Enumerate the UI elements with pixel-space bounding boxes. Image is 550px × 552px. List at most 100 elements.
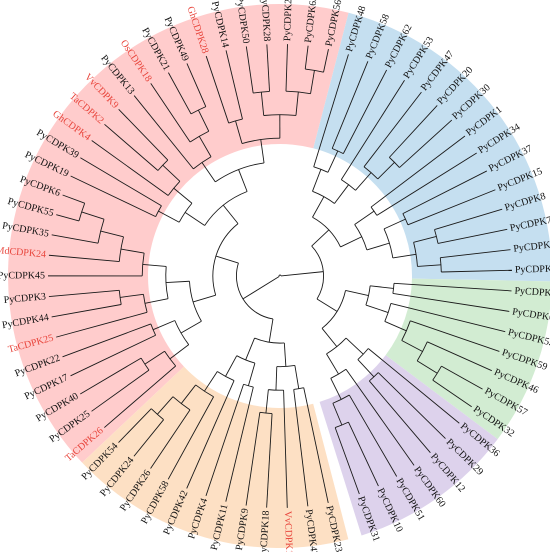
branch-63 [142, 263, 167, 267]
branch-194 [369, 372, 379, 382]
branch-117 [285, 44, 288, 92]
branch-190 [345, 337, 364, 355]
branch-186 [441, 365, 483, 390]
branch-113 [245, 46, 254, 94]
branch-136 [341, 179, 356, 191]
branch-20 [247, 363, 256, 386]
branch-41 [180, 320, 202, 334]
branch-66 [120, 248, 145, 254]
branch-176 [384, 303, 392, 322]
branch-92 [215, 162, 265, 183]
branch-93 [201, 162, 216, 183]
branch-8 [293, 387, 304, 390]
branch-91 [238, 169, 248, 192]
branch-90 [118, 108, 169, 161]
branch-45 [104, 365, 176, 428]
branch-102 [186, 63, 207, 107]
branch-54 [165, 280, 190, 284]
branch-162 [437, 228, 508, 244]
branch-138 [355, 172, 372, 191]
branch-199 [345, 368, 415, 466]
branch-27 [204, 371, 218, 392]
branch-19 [236, 355, 256, 364]
branch-85 [167, 181, 181, 196]
branch-130 [313, 54, 349, 167]
branch-59 [120, 293, 144, 298]
branch-141 [377, 162, 395, 180]
leaf-label: PyCDPK43 [303, 509, 320, 552]
branch-121 [323, 49, 329, 73]
branch-168 [321, 290, 346, 329]
branch-175 [365, 304, 389, 313]
branch-69 [100, 230, 124, 238]
branch-26 [186, 380, 235, 489]
branch-173 [393, 282, 512, 292]
branch-99 [197, 109, 210, 132]
branch-163 [417, 264, 441, 267]
branch-78 [184, 212, 205, 226]
branch-196 [368, 380, 431, 453]
leaf-label: PyCDPK5 [514, 286, 550, 300]
branch-189 [326, 337, 347, 355]
branch-98 [150, 83, 191, 143]
branch-3 [268, 318, 274, 343]
branch-0 [278, 274, 282, 277]
branch-52 [70, 334, 156, 377]
branch-62 [48, 289, 120, 297]
branch-48 [91, 369, 150, 412]
branch-150 [376, 152, 477, 216]
branch-44 [164, 351, 177, 367]
branch-149 [370, 135, 466, 208]
branch-165 [440, 249, 511, 259]
branch-29 [167, 396, 214, 480]
clade-red-background [7, 3, 349, 463]
branch-167 [316, 298, 338, 312]
branch-95 [133, 95, 194, 170]
branch-40 [189, 281, 202, 322]
branch-205 [348, 421, 379, 487]
branch-197 [326, 353, 339, 375]
clade-blue-background [313, 12, 550, 282]
leaf-label: VvCDPK13 [282, 511, 295, 552]
branch-57 [142, 294, 148, 313]
branch-195 [377, 372, 446, 439]
branch-161 [434, 208, 503, 231]
branch-39 [192, 294, 216, 303]
branch-177 [390, 302, 506, 333]
branch-18 [245, 337, 255, 361]
branch-151 [366, 242, 390, 251]
branch-4 [254, 337, 285, 344]
branch-36 [118, 408, 152, 443]
leaf-label: PyCDPK41 [515, 264, 550, 276]
leaf-label: PyCDPK18 [258, 510, 272, 552]
branch-72 [81, 211, 105, 220]
branch-171 [370, 285, 394, 289]
branch-75 [62, 194, 85, 204]
branch-23 [205, 384, 244, 497]
branch-61 [51, 304, 122, 318]
branch-166 [441, 269, 512, 273]
leaf-label: PyCDPK3 [3, 291, 46, 306]
branch-37 [215, 255, 239, 264]
branch-134 [342, 69, 388, 154]
leaf-label: PyCDPK45 [0, 270, 45, 281]
branch-94 [193, 156, 212, 170]
branch-122 [280, 271, 324, 277]
branch-137 [340, 80, 405, 180]
branch-155 [402, 170, 488, 215]
clade-backgrounds [7, 3, 550, 548]
branch-80 [158, 210, 180, 223]
branch-184 [416, 360, 438, 374]
branch-82 [70, 175, 156, 218]
branch-83 [80, 157, 162, 207]
branch-140 [363, 91, 422, 168]
branch-183 [427, 341, 492, 372]
branch-146 [354, 224, 368, 251]
branch-200 [330, 378, 342, 400]
branch-28 [195, 384, 214, 398]
branch-188 [321, 328, 338, 347]
branch-133 [331, 61, 369, 149]
branch-11 [275, 366, 278, 391]
branch-35 [133, 419, 164, 457]
branch-43 [169, 344, 189, 360]
